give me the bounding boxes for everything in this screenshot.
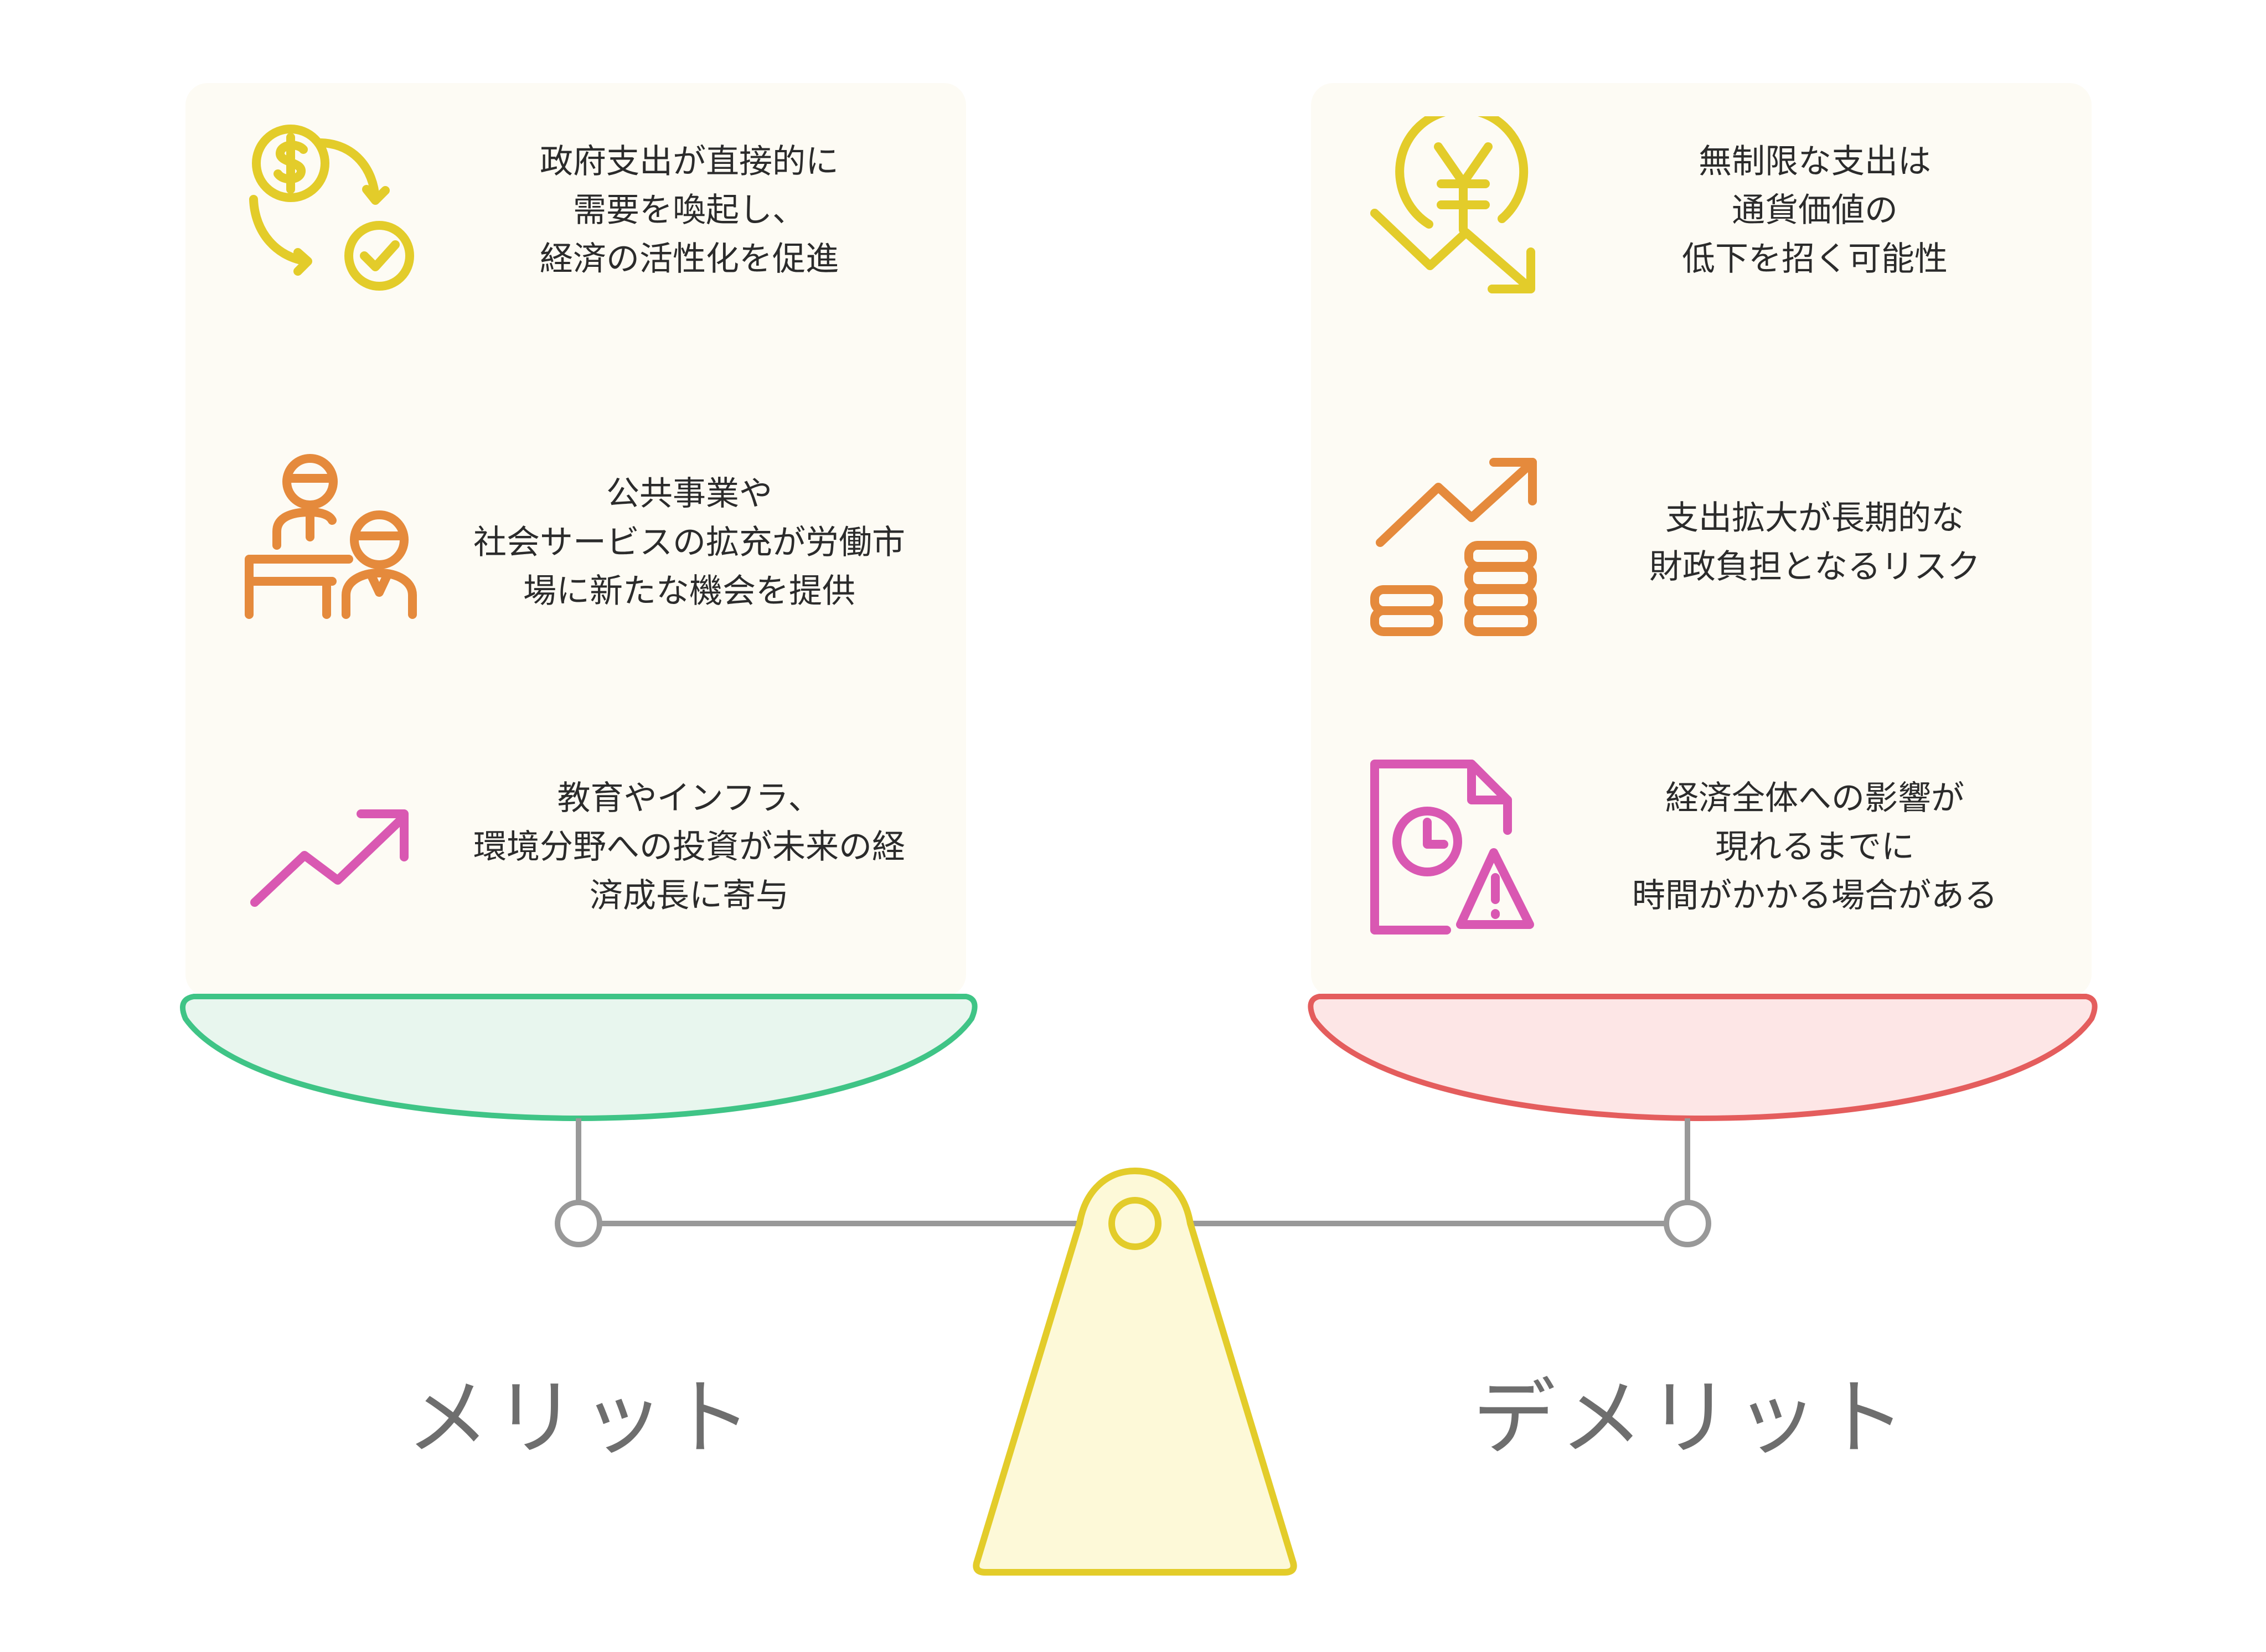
demerit-item-fiscal: 支出拡大が長期的な 財政負担となるリスク — [1311, 432, 2092, 653]
demerit-item-time-lag: 経済全体への影響が 現れるまでに 時間がかかる場合がある — [1311, 736, 2092, 958]
fulcrum-pivot — [1108, 1197, 1162, 1250]
merit-label: メリット — [406, 1370, 756, 1467]
scale-fulcrum — [973, 1168, 1297, 1576]
demerit-pan — [1308, 994, 2098, 1122]
merit-item-employment: 公共事業や 社会サービスの拡充が労働市 場に新たな機会を提供 — [185, 432, 966, 653]
demerits-panel: 無制限な支出は 通貨価値の 低下を招く可能性 支出拡大が長期的な 財政負担となる… — [1311, 83, 2092, 997]
merit-item-investment: 教育やインフラ、 環境分野への投資が未来の経 済成長に寄与 — [185, 736, 966, 958]
demerit-text: 経済全体への影響が 現れるまでに 時間がかかる場合がある — [1632, 779, 1997, 915]
merits-panel: 政府支出が直接的に 需要を喚起し、 経済の活性化を促進 公共事業や 社会サービス… — [185, 83, 966, 997]
demerit-text: 無制限な支出は 通貨価値の 低下を招く可能性 — [1682, 142, 1948, 278]
people-working-icon — [238, 448, 426, 637]
merit-text: 政府支出が直接的に 需要を喚起し、 経済の活性化を促進 — [540, 142, 839, 278]
demerit-label: デメリット — [1472, 1370, 1910, 1467]
coins-growth-icon — [1364, 448, 1552, 637]
yen-decline-icon — [1364, 116, 1552, 304]
merit-text: 教育やインフラ、 環境分野への投資が未来の経 済成長に寄与 — [473, 779, 905, 915]
clock-warning-document-icon — [1364, 753, 1552, 941]
money-cycle-check-icon — [238, 116, 426, 304]
merit-pan — [180, 994, 978, 1122]
demerit-text: 支出拡大が長期的な 財政負担となるリスク — [1649, 499, 1981, 586]
demerit-joint — [1664, 1200, 1711, 1247]
merit-text: 公共事業や 社会サービスの拡充が労働市 場に新たな機会を提供 — [473, 474, 905, 611]
trend-up-icon — [238, 753, 426, 941]
merit-joint — [555, 1200, 602, 1247]
merit-item-demand: 政府支出が直接的に 需要を喚起し、 経済の活性化を促進 — [185, 100, 966, 321]
demerit-item-currency: 無制限な支出は 通貨価値の 低下を招く可能性 — [1311, 100, 2092, 321]
